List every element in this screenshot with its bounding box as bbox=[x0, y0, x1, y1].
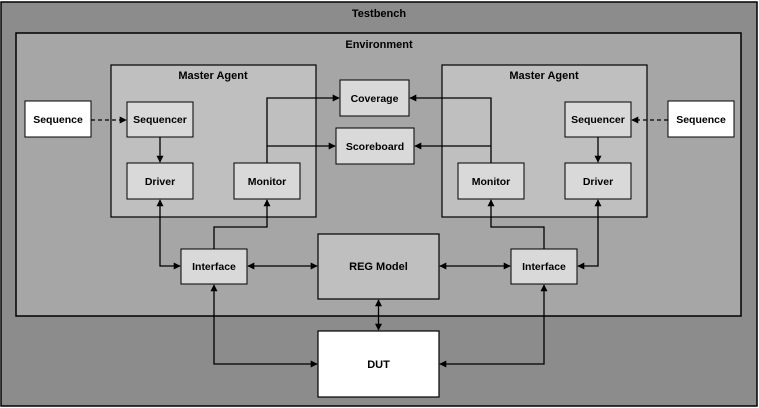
dut-label: DUT bbox=[367, 359, 390, 371]
right-driver-label: Driver bbox=[583, 176, 613, 188]
coverage-label: Coverage bbox=[351, 93, 399, 105]
right-interface-block: Interface bbox=[510, 248, 578, 285]
left-driver-interface-arrow bbox=[156, 199, 181, 270]
right-interface-monitor-arrow bbox=[487, 199, 545, 249]
reg-model-label: REG Model bbox=[349, 261, 408, 273]
right-interface-label: Interface bbox=[522, 261, 566, 273]
right-sequencer-block: Sequencer bbox=[564, 101, 632, 138]
left-sequence-block: Sequence bbox=[24, 100, 92, 138]
right-sequence-block: Sequence bbox=[667, 100, 735, 138]
scoreboard-block: Scoreboard bbox=[335, 127, 415, 165]
left-monitor-label: Monitor bbox=[248, 176, 287, 188]
left-agent-title: Master Agent bbox=[178, 70, 248, 82]
left-interface-monitor-arrow bbox=[213, 199, 271, 249]
reg-model-block: REG Model bbox=[317, 233, 440, 300]
coverage-block: Coverage bbox=[339, 79, 410, 117]
right-monitor-label: Monitor bbox=[472, 176, 511, 188]
testbench-label: Testbench bbox=[352, 8, 406, 20]
environment-label: Environment bbox=[345, 39, 413, 51]
right-interface-dut-arrow bbox=[439, 284, 548, 368]
left-driver-block: Driver bbox=[126, 162, 194, 200]
dut-block: DUT bbox=[317, 330, 440, 398]
left-interface-dut-arrow bbox=[210, 284, 318, 368]
left-monitor-block: Monitor bbox=[233, 162, 301, 200]
scoreboard-label: Scoreboard bbox=[346, 141, 404, 153]
right-agent-title: Master Agent bbox=[509, 70, 579, 82]
connectors bbox=[91, 94, 668, 368]
left-monitor-coverage-arrow bbox=[266, 94, 340, 163]
left-driver-label: Driver bbox=[145, 176, 175, 188]
left-interface-label: Interface bbox=[192, 261, 236, 273]
right-driver-interface-arrow bbox=[577, 199, 602, 270]
right-monitor-block: Monitor bbox=[457, 162, 525, 200]
left-interface-block: Interface bbox=[180, 248, 248, 285]
left-sequencer-label: Sequencer bbox=[133, 114, 187, 126]
right-driver-block: Driver bbox=[564, 162, 632, 200]
left-sequencer-block: Sequencer bbox=[126, 101, 194, 138]
right-sequence-label: Sequence bbox=[676, 114, 726, 126]
right-sequencer-label: Sequencer bbox=[571, 114, 625, 126]
left-sequence-label: Sequence bbox=[33, 114, 83, 126]
right-monitor-coverage-arrow bbox=[409, 94, 492, 163]
